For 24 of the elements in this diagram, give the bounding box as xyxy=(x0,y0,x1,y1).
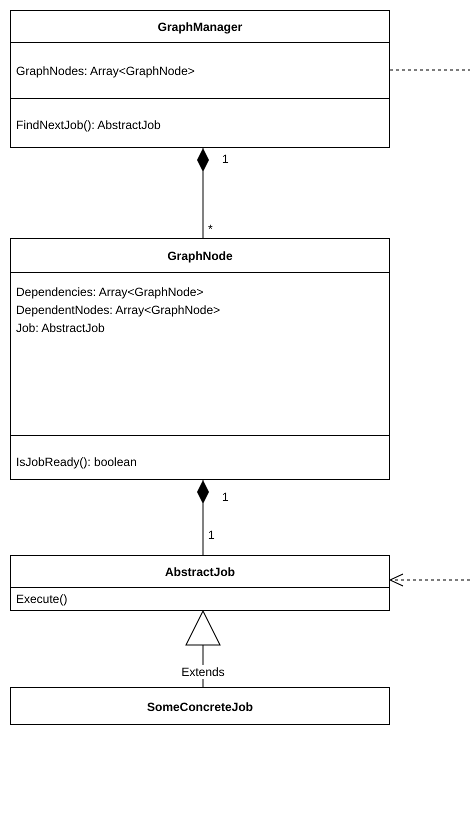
dependency-arrow xyxy=(390,574,470,586)
class-name: GraphManager xyxy=(156,19,244,35)
multiplicity-label: 1 xyxy=(208,528,215,542)
class-member: FindNextJob(): AbstractJob xyxy=(16,117,162,133)
class-name: AbstractJob xyxy=(164,564,236,580)
class-member: Dependencies: Array<GraphNode> xyxy=(16,284,204,300)
composition-line xyxy=(197,148,209,238)
class-box xyxy=(10,687,390,725)
class-box xyxy=(10,238,390,480)
composition-line xyxy=(197,480,209,556)
class-member: DependentNodes: Array<GraphNode> xyxy=(16,302,222,318)
class-member: GraphNodes: Array<GraphNode> xyxy=(16,63,196,79)
class-box xyxy=(10,10,390,148)
class-member: Job: AbstractJob xyxy=(16,320,106,336)
class-box xyxy=(10,555,390,611)
class-member: IsJobReady(): boolean xyxy=(16,454,138,470)
edge-label: Extends xyxy=(180,664,226,679)
multiplicity-label: 1 xyxy=(222,490,229,504)
multiplicity-label: * xyxy=(208,222,213,236)
multiplicity-label: 1 xyxy=(222,152,229,166)
class-member: Execute() xyxy=(16,591,68,607)
class-name: GraphNode xyxy=(166,248,234,264)
class-name: SomeConcreteJob xyxy=(146,699,254,715)
inheritance-arrow xyxy=(186,610,220,688)
